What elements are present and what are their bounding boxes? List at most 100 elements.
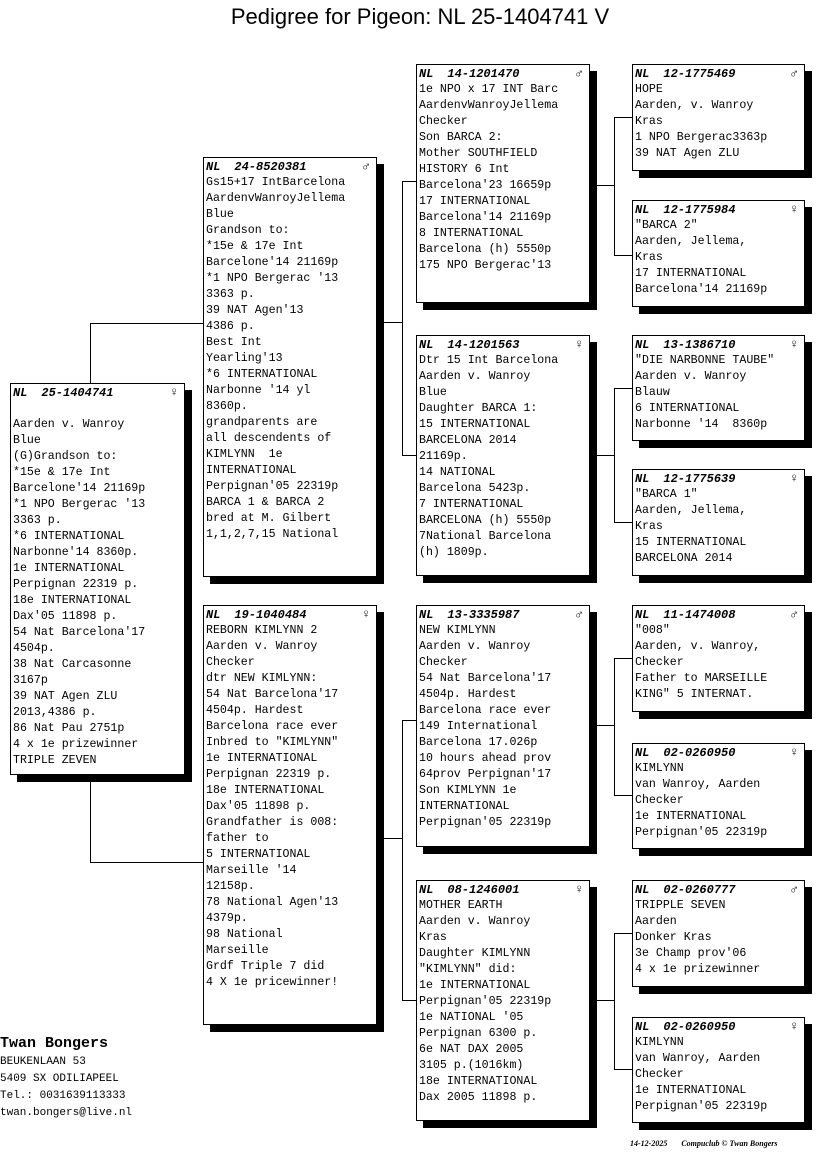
country-code: NL	[635, 338, 650, 352]
connector-line	[90, 781, 91, 863]
card-line: 14 NATIONAL	[419, 466, 496, 479]
card-line: 1e INTERNATIONAL	[635, 810, 747, 823]
card-line: 78 National Agen'13	[206, 896, 339, 909]
card-line: Father to MARSEILLE	[635, 672, 768, 685]
card-line: 21169p.	[419, 450, 468, 463]
card-line: Son KIMLYNN 1e	[419, 784, 517, 797]
card-line: 3363 p.	[13, 514, 62, 527]
connector-line	[596, 455, 614, 456]
female-icon: ♀	[362, 607, 370, 622]
card-line: Checker	[635, 1068, 684, 1081]
card-line: BARCELONA (h) 5550p	[419, 514, 552, 527]
owner-address: BEUKENLAAN 53	[0, 1056, 86, 1068]
ring-number: 02-0260950	[663, 1020, 736, 1034]
ring-number: 12-1775984	[663, 203, 736, 217]
card-line: Grdf Triple 7 did	[206, 960, 325, 973]
ring-number: 14-1201470	[447, 67, 520, 81]
card-line: bred at M. Gilbert	[206, 512, 332, 525]
connector-line	[614, 388, 615, 523]
card-line: 15 INTERNATIONAL	[419, 418, 531, 431]
female-icon: ♀	[170, 385, 178, 400]
card-line: NEW KIMLYNN	[419, 624, 496, 637]
card-line: Inbred to "KIMLYNN"	[206, 736, 339, 749]
card-line: Checker	[419, 656, 468, 669]
card-line: 7 INTERNATIONAL	[419, 498, 524, 511]
card-line: 3167p	[13, 674, 48, 687]
connector-line	[614, 933, 632, 934]
card-line: Son BARCA 2:	[419, 131, 503, 144]
male-icon: ♂	[790, 66, 798, 81]
card-line: Checker	[635, 794, 684, 807]
card-line: Kras	[635, 251, 663, 264]
card-line: Perpignan 22319 p.	[206, 768, 332, 781]
card-line: Barcelona'14 21169p	[635, 283, 768, 296]
card-line: "008"	[635, 624, 670, 637]
card-line: 86 Nat Pau 2751p	[13, 722, 125, 735]
card-line: Marseille '14	[206, 864, 297, 877]
card-line: BARCELONA 2014	[635, 552, 733, 565]
card-line: AardenvWanroyJellema	[206, 192, 346, 205]
female-icon: ♀	[575, 337, 583, 352]
card-line: *6 INTERNATIONAL	[13, 530, 125, 543]
card-line: *6 INTERNATIONAL	[206, 368, 318, 381]
card-line: Best Int	[206, 336, 262, 349]
card-line: 3363 p.	[206, 288, 255, 301]
connector-line	[402, 720, 416, 721]
connector-line	[614, 117, 615, 256]
owner-name: Twan Bongers	[0, 1035, 109, 1052]
ring-number: 13-3335987	[447, 608, 520, 622]
card-line: MOTHER EARTH	[419, 899, 503, 912]
card-line: grandparents are	[206, 416, 318, 429]
card-line: 8 INTERNATIONAL	[419, 227, 524, 240]
card-line: Perpignan'05 22319p	[635, 1100, 768, 1113]
card-line: 4504p.	[13, 642, 55, 655]
connector-line	[90, 862, 203, 863]
card-line: Aarden v. Wanroy	[13, 418, 125, 431]
female-icon: ♀	[790, 1019, 798, 1034]
card-line: Perpignan'05 22319p	[419, 816, 552, 829]
card-line: Barcelona 5423p.	[419, 482, 531, 495]
card-line: 149 International	[419, 720, 538, 733]
card-line: Daughter BARCA 1:	[419, 402, 538, 415]
connector-line	[614, 658, 632, 659]
male-icon: ♂	[575, 607, 583, 622]
card-line: Barcelona'14 21169p	[419, 211, 552, 224]
card-line: 6 INTERNATIONAL	[635, 402, 740, 415]
card-line: 39 NAT Agen'13	[206, 304, 304, 317]
page-title: Pedigree for Pigeon: NL 25-1404741 V	[230, 4, 610, 29]
card-line: 4 X 1e pricewinner!	[206, 976, 339, 989]
card-line: "DIE NARBONNE TAUBE"	[635, 354, 775, 367]
connector-line	[402, 181, 416, 182]
card-line: 15 INTERNATIONAL	[635, 536, 747, 549]
female-icon: ♀	[790, 471, 798, 486]
card-line: INTERNATIONAL	[419, 800, 510, 813]
card-line: Aarden, Jellema,	[635, 235, 747, 248]
card-line: 54 Nat Barcelona'17	[206, 688, 339, 701]
connector-line	[402, 455, 416, 456]
card-line: 54 Nat Barcelona'17	[13, 626, 146, 639]
card-line: 1 NPO Bergerac3363p	[635, 131, 768, 144]
female-icon: ♀	[790, 337, 798, 352]
card-line: 4504p. Hardest	[206, 704, 304, 717]
card-line: Checker	[206, 656, 255, 669]
card-line: TRIPLE ZEVEN	[13, 754, 97, 767]
connector-line	[614, 1069, 632, 1070]
